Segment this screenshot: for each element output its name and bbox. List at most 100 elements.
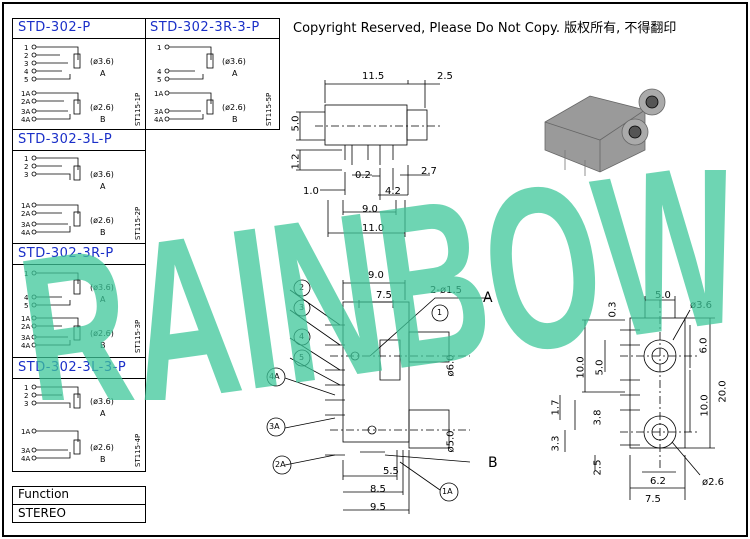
panel-std-302-3l-3-p [12, 357, 146, 472]
front-dim-5-0-mid: 5.0 [594, 359, 606, 376]
jack-a-label: A [100, 409, 106, 418]
jack-b-label: B [100, 455, 106, 464]
front-dim-6-2: 6.2 [650, 476, 666, 487]
dia-a-label: (ø3.6) [90, 283, 114, 292]
callout-1: 1 [437, 308, 443, 317]
front-dim-20-0: 20.0 [717, 380, 729, 403]
callout-3a: 3A [269, 422, 280, 431]
pin-label-4: 4 [24, 294, 29, 302]
pin-label-5: 5 [157, 76, 162, 84]
pin-label-1: 1 [24, 384, 29, 392]
pin-label-1a: 1A [21, 315, 31, 323]
dia-b-label: (ø2.6) [90, 103, 114, 112]
top-dim-2-holes: 2-ø1.5 [430, 285, 462, 296]
top-dim-5-5: 5.5 [383, 466, 399, 477]
pin-label-1a: 1A [154, 90, 164, 98]
front-dim-2-5: 2.5 [592, 459, 604, 476]
top-dim-7-5: 7.5 [376, 290, 392, 301]
pin-label-3a: 3A [154, 108, 164, 116]
side-dim-1-0: 1.0 [303, 186, 319, 197]
pin-label-1a: 1A [21, 90, 31, 98]
callout-4a: 4A [269, 372, 280, 381]
pin-label-3: 3 [24, 60, 29, 68]
dia-b-label: (ø2.6) [90, 443, 114, 452]
pin-label-1: 1 [157, 44, 162, 52]
front-dim-3-8: 3.8 [592, 409, 604, 426]
pin-label-3: 3 [24, 400, 29, 408]
pin-label-2: 2 [24, 163, 29, 171]
title-divider-3 [12, 150, 146, 151]
front-dim-0-3: 0.3 [607, 301, 619, 318]
dia-b-label: (ø2.6) [90, 329, 114, 338]
top-label-b: B [488, 455, 498, 471]
title-divider-2 [145, 38, 280, 39]
pin-label-3a: 3A [21, 334, 31, 342]
panel-title-4: STD-302-3R-P [18, 246, 114, 261]
side-dim-11-5: 11.5 [362, 71, 385, 82]
pin-label-4a: 4A [154, 116, 164, 124]
callout-5: 5 [299, 353, 305, 362]
front-dim-5-0-top: 5.0 [655, 290, 671, 301]
dia-b-label: (ø2.6) [90, 216, 114, 225]
callout-4: 4 [299, 332, 305, 341]
jack-a-label: A [100, 69, 106, 78]
schematic-lines [31, 44, 214, 461]
pin-label-1: 1 [24, 44, 29, 52]
side-dim-4-2: 4.2 [385, 186, 401, 197]
top-label-a: A [483, 290, 493, 306]
jack-b-label: B [100, 115, 106, 124]
pin-label-2: 2 [24, 392, 29, 400]
panel-title-2: STD-302-3R-3-P [150, 20, 260, 35]
side-dim-2-7: 2.7 [421, 166, 437, 177]
dia-a-label: (ø3.6) [90, 170, 114, 179]
dia-a-label: (ø3.6) [90, 57, 114, 66]
jack-a-label: A [100, 295, 106, 304]
side-dim-5-0: 5.0 [290, 115, 302, 132]
pin-label-1a: 1A [21, 428, 31, 436]
front-dim-1-7: 1.7 [550, 399, 562, 416]
front-dim-dia-3-6: ø3.6 [690, 300, 713, 311]
pin-label-3a: 3A [21, 221, 31, 229]
pin-label-3a: 3A [21, 447, 31, 455]
function-divider [12, 504, 146, 505]
callout-3: 3 [299, 303, 305, 312]
callout-2: 2 [299, 283, 305, 292]
jack-a-label: A [232, 69, 238, 78]
side-dim-0-2: 0.2 [355, 170, 371, 181]
side-dim-11-0: 11.0 [362, 223, 385, 234]
callout-1a: 1A [442, 487, 453, 496]
pin-label-5: 5 [24, 76, 29, 84]
dia-a-label: (ø3.6) [90, 397, 114, 406]
pin-label-4: 4 [24, 68, 29, 76]
dia-b-label: (ø2.6) [222, 103, 246, 112]
front-dim-10-0-right: 10.0 [699, 394, 711, 417]
title-divider-5 [12, 378, 146, 379]
panel-std-302-3r-3-p [145, 18, 280, 130]
top-dim-dia-6: ø6.0 [445, 354, 457, 377]
front-dim-10-0-left: 10.0 [575, 356, 587, 379]
pin-label-4: 4 [157, 68, 162, 76]
front-dim-dia-2-6: ø2.6 [702, 477, 725, 488]
front-dim-7-5: 7.5 [645, 494, 661, 505]
panel-title-1: STD-302-P [18, 20, 91, 35]
jack-a-label: A [100, 182, 106, 191]
jack-b-label: B [100, 341, 106, 350]
pin-label-3: 3 [24, 171, 29, 179]
pin-label-2a: 2A [21, 98, 31, 106]
pin-label-4a: 4A [21, 116, 31, 124]
pin-label-4a: 4A [21, 455, 31, 463]
side-dim-1-2: 1.2 [290, 153, 302, 170]
side-dim-2-5: 2.5 [437, 71, 453, 82]
pin-label-5: 5 [24, 302, 29, 310]
copyright-notice: Copyright Reserved, Please Do Not Copy. … [293, 21, 677, 36]
pin-label-2a: 2A [21, 210, 31, 218]
pin-label-2: 2 [24, 52, 29, 60]
pin-label-4a: 4A [21, 229, 31, 237]
dia-a-label: (ø3.6) [222, 57, 246, 66]
top-dim-9-0: 9.0 [368, 270, 384, 281]
jack-b-label: B [232, 115, 238, 124]
callout-2a: 2A [275, 460, 286, 469]
